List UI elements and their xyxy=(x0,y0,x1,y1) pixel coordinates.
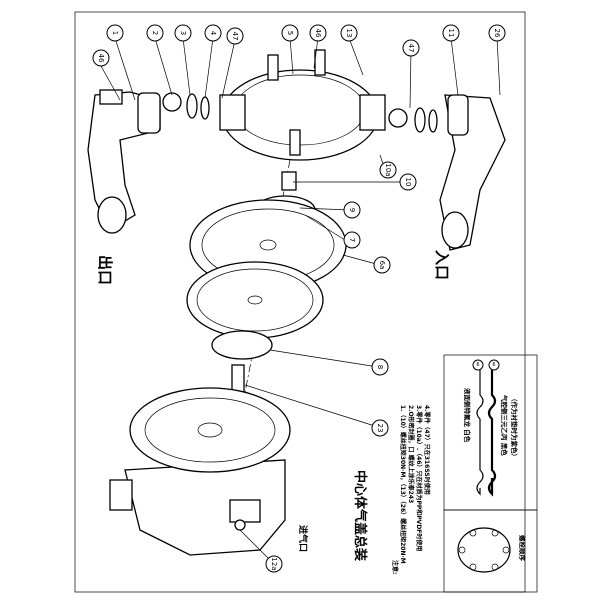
inner-plate xyxy=(211,330,273,360)
callout-12a: 12a xyxy=(270,557,278,570)
legend-ref-a: 6 xyxy=(476,362,479,368)
diaphragm-legend-panel: 6 6 液面侧特氟龙 白色 气腔侧三元乙丙 黑色 （作为衬垫时为紫色） 螺栓顺序 xyxy=(443,354,538,593)
air-inlet-label: 进气口 xyxy=(297,525,309,552)
epdm-label: 气腔侧三元乙丙 黑色 xyxy=(500,394,509,456)
callout-5: 5 xyxy=(286,31,294,35)
callout-4: 4 xyxy=(209,31,217,36)
center-body-assembly xyxy=(109,387,291,556)
seat-left xyxy=(186,93,198,119)
callout-bubbles: 46 1 2 3 4 47 5 46 13 47 11 26 10 10a 9 … xyxy=(92,24,506,573)
callout-9: 9 xyxy=(348,208,356,212)
callout-23: 23 xyxy=(376,424,384,433)
callout-47b: 47 xyxy=(407,44,415,53)
check-ball-right xyxy=(388,108,408,128)
note-1: 1.（10）螺丝扭矩30N·M，（13）（26）螺丝扭矩20N·M xyxy=(399,405,407,564)
outer-chamber xyxy=(219,49,386,161)
center-assembly-label: 中心体气盖总装 xyxy=(352,470,368,561)
epdm-note: （作为衬垫时为紫色） xyxy=(510,395,519,460)
callout-46: 46 xyxy=(97,54,105,63)
ptfe-label: 液面侧特氟龙 白色 xyxy=(463,388,472,443)
notes: 注意: 1.（10）螺丝扭矩30N·M，（13）（26）螺丝扭矩20N·M 2.… xyxy=(391,405,431,574)
callout-1: 1 xyxy=(111,31,119,35)
callout-3: 3 xyxy=(179,31,187,35)
bolt-order-label: 螺栓顺序 xyxy=(518,535,527,562)
bolt-order-flange xyxy=(457,527,511,573)
callout-47: 47 xyxy=(231,32,239,41)
callout-11: 11 xyxy=(447,29,455,38)
callout-26: 26 xyxy=(493,29,501,38)
drawing-frame xyxy=(74,11,526,593)
notes-title: 注意: xyxy=(391,560,399,574)
callout-10a: 10a xyxy=(384,163,392,176)
note-2: 2.O形密封圈，口 螺纹上涂乐泰243 xyxy=(407,405,415,503)
callout-46b: 46 xyxy=(314,29,322,38)
outlet-label: 出口 xyxy=(96,255,114,285)
seat-right xyxy=(414,107,426,133)
note-4: 4.零件（47）只在316SS时使用 xyxy=(423,405,431,495)
callout-7: 7 xyxy=(348,238,356,242)
note-3: 3.零件（10a）.（46）只在材质为PP和PVDF时使用 xyxy=(415,405,423,551)
outlet-manifold xyxy=(87,89,161,234)
check-ball-left xyxy=(162,92,182,112)
epdm-diaphragm xyxy=(186,261,324,339)
inlet-label: 入口 xyxy=(433,250,451,280)
o-ring-left xyxy=(200,96,210,120)
callout-13: 13 xyxy=(345,29,353,38)
o-ring-right xyxy=(428,109,438,133)
callout-2: 2 xyxy=(151,31,159,35)
legend-ref-b: 6 xyxy=(492,362,495,368)
callout-10: 10 xyxy=(404,178,412,187)
callout-8: 8 xyxy=(376,365,384,369)
inlet-manifold xyxy=(439,94,506,251)
callout-lines xyxy=(100,37,501,563)
callout-6a: 6a xyxy=(378,261,386,270)
shaft-bolt xyxy=(281,171,297,191)
